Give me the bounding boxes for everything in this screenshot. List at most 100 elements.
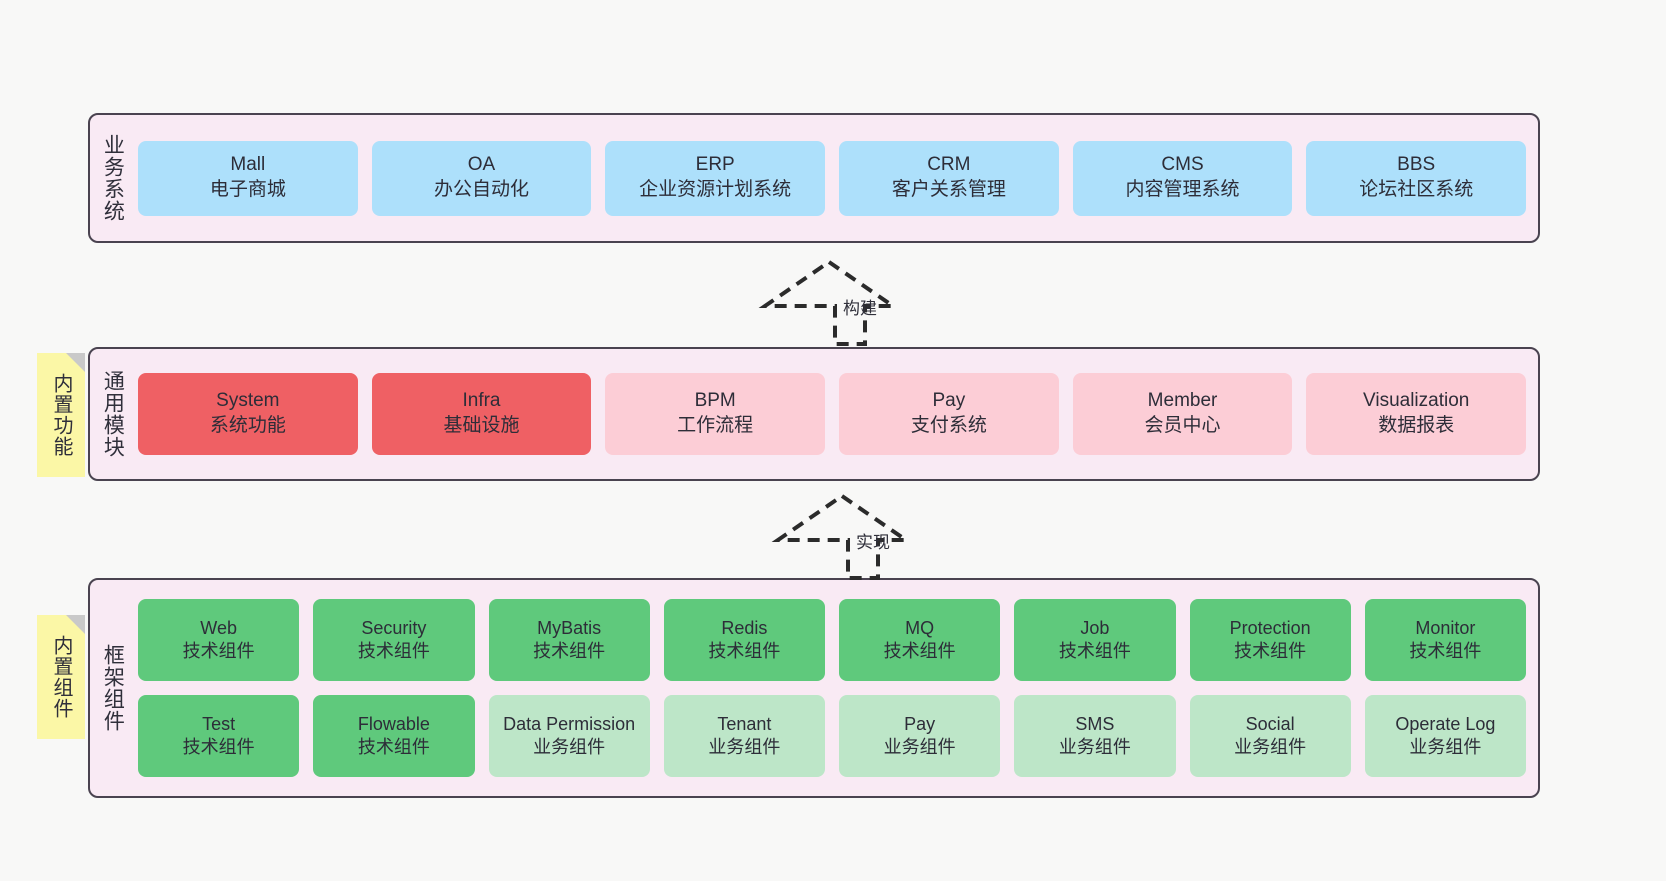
connector-build-shape xyxy=(758,259,900,346)
note-fold-corner-icon xyxy=(66,615,85,634)
card-title: MQ xyxy=(905,617,935,638)
card-subtitle: 支付系统 xyxy=(910,415,987,436)
card-security[interactable]: Security 技术组件 xyxy=(313,599,475,681)
card-subtitle: 客户关系管理 xyxy=(891,179,1006,200)
card-subtitle: 会员中心 xyxy=(1144,415,1221,436)
card-web[interactable]: Web 技术组件 xyxy=(138,599,300,681)
note-label: 内置功能 xyxy=(50,373,72,457)
card-mybatis[interactable]: MyBatis 技术组件 xyxy=(488,599,650,681)
card-flowable[interactable]: Flowable 技术组件 xyxy=(313,695,475,777)
card-title: Infra xyxy=(462,390,501,412)
card-title: Test xyxy=(202,713,236,734)
card-title: Visualization xyxy=(1363,390,1470,412)
card-title: Member xyxy=(1147,390,1218,412)
layer-framework-components: 框架组件 Web 技术组件 Security 技术组件 MyBatis 技术组件… xyxy=(88,578,1540,798)
card-job[interactable]: Job 技术组件 xyxy=(1014,599,1176,681)
card-subtitle: 技术组件 xyxy=(1234,641,1307,661)
card-title: Job xyxy=(1080,617,1110,638)
card-infra[interactable]: Infra 基础设施 xyxy=(371,373,592,455)
layer-business-systems: 业务系统 Mall 电子商城 OA 办公自动化 ERP 企业资源计划系统 CRM… xyxy=(88,113,1540,243)
card-title: Web xyxy=(200,617,237,638)
card-subtitle: 办公自动化 xyxy=(434,179,530,200)
card-data-permission[interactable]: Data Permission 业务组件 xyxy=(488,695,650,777)
card-subtitle: 系统功能 xyxy=(209,415,286,436)
connector-implement: 实现 xyxy=(771,490,913,580)
card-protection[interactable]: Protection 技术组件 xyxy=(1189,599,1351,681)
card-social[interactable]: Social 业务组件 xyxy=(1189,695,1351,777)
card-title: BBS xyxy=(1397,154,1436,176)
card-title: Redis xyxy=(721,617,768,638)
card-subtitle: 技术组件 xyxy=(357,641,430,661)
card-operate-log[interactable]: Operate Log 业务组件 xyxy=(1364,695,1526,777)
card-title: Pay xyxy=(904,713,936,734)
card-subtitle: 业务组件 xyxy=(1409,737,1482,757)
card-subtitle: 技术组件 xyxy=(182,737,255,757)
card-title: Social xyxy=(1245,713,1295,734)
card-subtitle: 技术组件 xyxy=(883,641,956,661)
connector-implement-shape xyxy=(771,493,913,580)
card-title: Data Permission xyxy=(503,713,636,734)
card-mall[interactable]: Mall 电子商城 xyxy=(138,140,358,216)
card-subtitle: 企业资源计划系统 xyxy=(639,179,792,200)
note-fold-corner-icon xyxy=(66,353,85,372)
card-redis[interactable]: Redis 技术组件 xyxy=(663,599,825,681)
card-subtitle: 论坛社区系统 xyxy=(1359,179,1474,200)
card-subtitle: 工作流程 xyxy=(677,415,754,436)
card-title: CMS xyxy=(1161,154,1204,176)
note-builtin-functions: 内置功能 xyxy=(37,353,85,477)
card-crm[interactable]: CRM 客户关系管理 xyxy=(839,140,1059,216)
card-title: Flowable xyxy=(357,713,430,734)
card-title: CRM xyxy=(927,154,971,176)
card-title: MyBatis xyxy=(537,617,602,638)
card-subtitle: 业务组件 xyxy=(1058,737,1131,757)
card-subtitle: 技术组件 xyxy=(708,641,781,661)
card-sms[interactable]: SMS 业务组件 xyxy=(1014,695,1176,777)
card-title: OA xyxy=(467,154,496,176)
card-pay-component[interactable]: Pay 业务组件 xyxy=(839,695,1001,777)
card-subtitle: 业务组件 xyxy=(883,737,956,757)
card-cms[interactable]: CMS 内容管理系统 xyxy=(1072,140,1293,216)
connector-build-label: 构建 xyxy=(843,299,877,318)
layer-body-framework-components: Web 技术组件 Security 技术组件 MyBatis 技术组件 Redi… xyxy=(134,580,1538,796)
card-subtitle: 业务组件 xyxy=(1234,737,1307,757)
card-visualization[interactable]: Visualization 数据报表 xyxy=(1306,373,1527,455)
card-system[interactable]: System 系统功能 xyxy=(138,373,358,455)
card-erp[interactable]: ERP 企业资源计划系统 xyxy=(605,140,826,216)
card-monitor[interactable]: Monitor 技术组件 xyxy=(1364,599,1526,681)
framework-row-business: Test 技术组件 Flowable 技术组件 Data Permission … xyxy=(138,695,1526,777)
note-label: 内置组件 xyxy=(50,635,72,719)
layer-common-modules: 通用模块 System 系统功能 Infra 基础设施 BPM 工作流程 Pay… xyxy=(88,347,1540,481)
note-builtin-components: 内置组件 xyxy=(37,615,85,739)
card-title: Operate Log xyxy=(1395,713,1496,734)
card-member[interactable]: Member 会员中心 xyxy=(1072,373,1293,455)
connector-build: 构建 xyxy=(758,256,900,346)
card-bpm[interactable]: BPM 工作流程 xyxy=(605,373,826,455)
card-subtitle: 技术组件 xyxy=(357,737,430,757)
card-subtitle: 业务组件 xyxy=(708,737,781,757)
card-mq[interactable]: MQ 技术组件 xyxy=(839,599,1001,681)
card-subtitle: 技术组件 xyxy=(1058,641,1131,661)
card-bbs[interactable]: BBS 论坛社区系统 xyxy=(1306,140,1527,216)
connector-implement-label: 实现 xyxy=(856,533,890,552)
card-subtitle: 技术组件 xyxy=(182,641,255,661)
card-subtitle: 技术组件 xyxy=(533,641,606,661)
card-title: ERP xyxy=(695,154,735,176)
card-pay[interactable]: Pay 支付系统 xyxy=(839,373,1059,455)
layer-title-framework-components: 框架组件 xyxy=(101,644,125,732)
card-title: Mall xyxy=(230,154,266,176)
card-subtitle: 业务组件 xyxy=(533,737,606,757)
framework-row-technical: Web 技术组件 Security 技术组件 MyBatis 技术组件 Redi… xyxy=(138,599,1526,681)
layer-title-business-systems: 业务系统 xyxy=(101,134,125,222)
card-subtitle: 基础设施 xyxy=(443,415,520,436)
card-title: Security xyxy=(361,617,427,638)
card-title: Monitor xyxy=(1415,617,1476,638)
card-subtitle: 技术组件 xyxy=(1409,641,1482,661)
card-test[interactable]: Test 技术组件 xyxy=(138,695,300,777)
card-title: Protection xyxy=(1229,617,1311,638)
card-oa[interactable]: OA 办公自动化 xyxy=(371,140,592,216)
layer-title-common-modules: 通用模块 xyxy=(101,370,125,458)
card-subtitle: 电子商城 xyxy=(209,179,286,200)
card-tenant[interactable]: Tenant 业务组件 xyxy=(663,695,825,777)
card-title: BPM xyxy=(694,390,736,412)
card-title: Pay xyxy=(932,390,966,412)
